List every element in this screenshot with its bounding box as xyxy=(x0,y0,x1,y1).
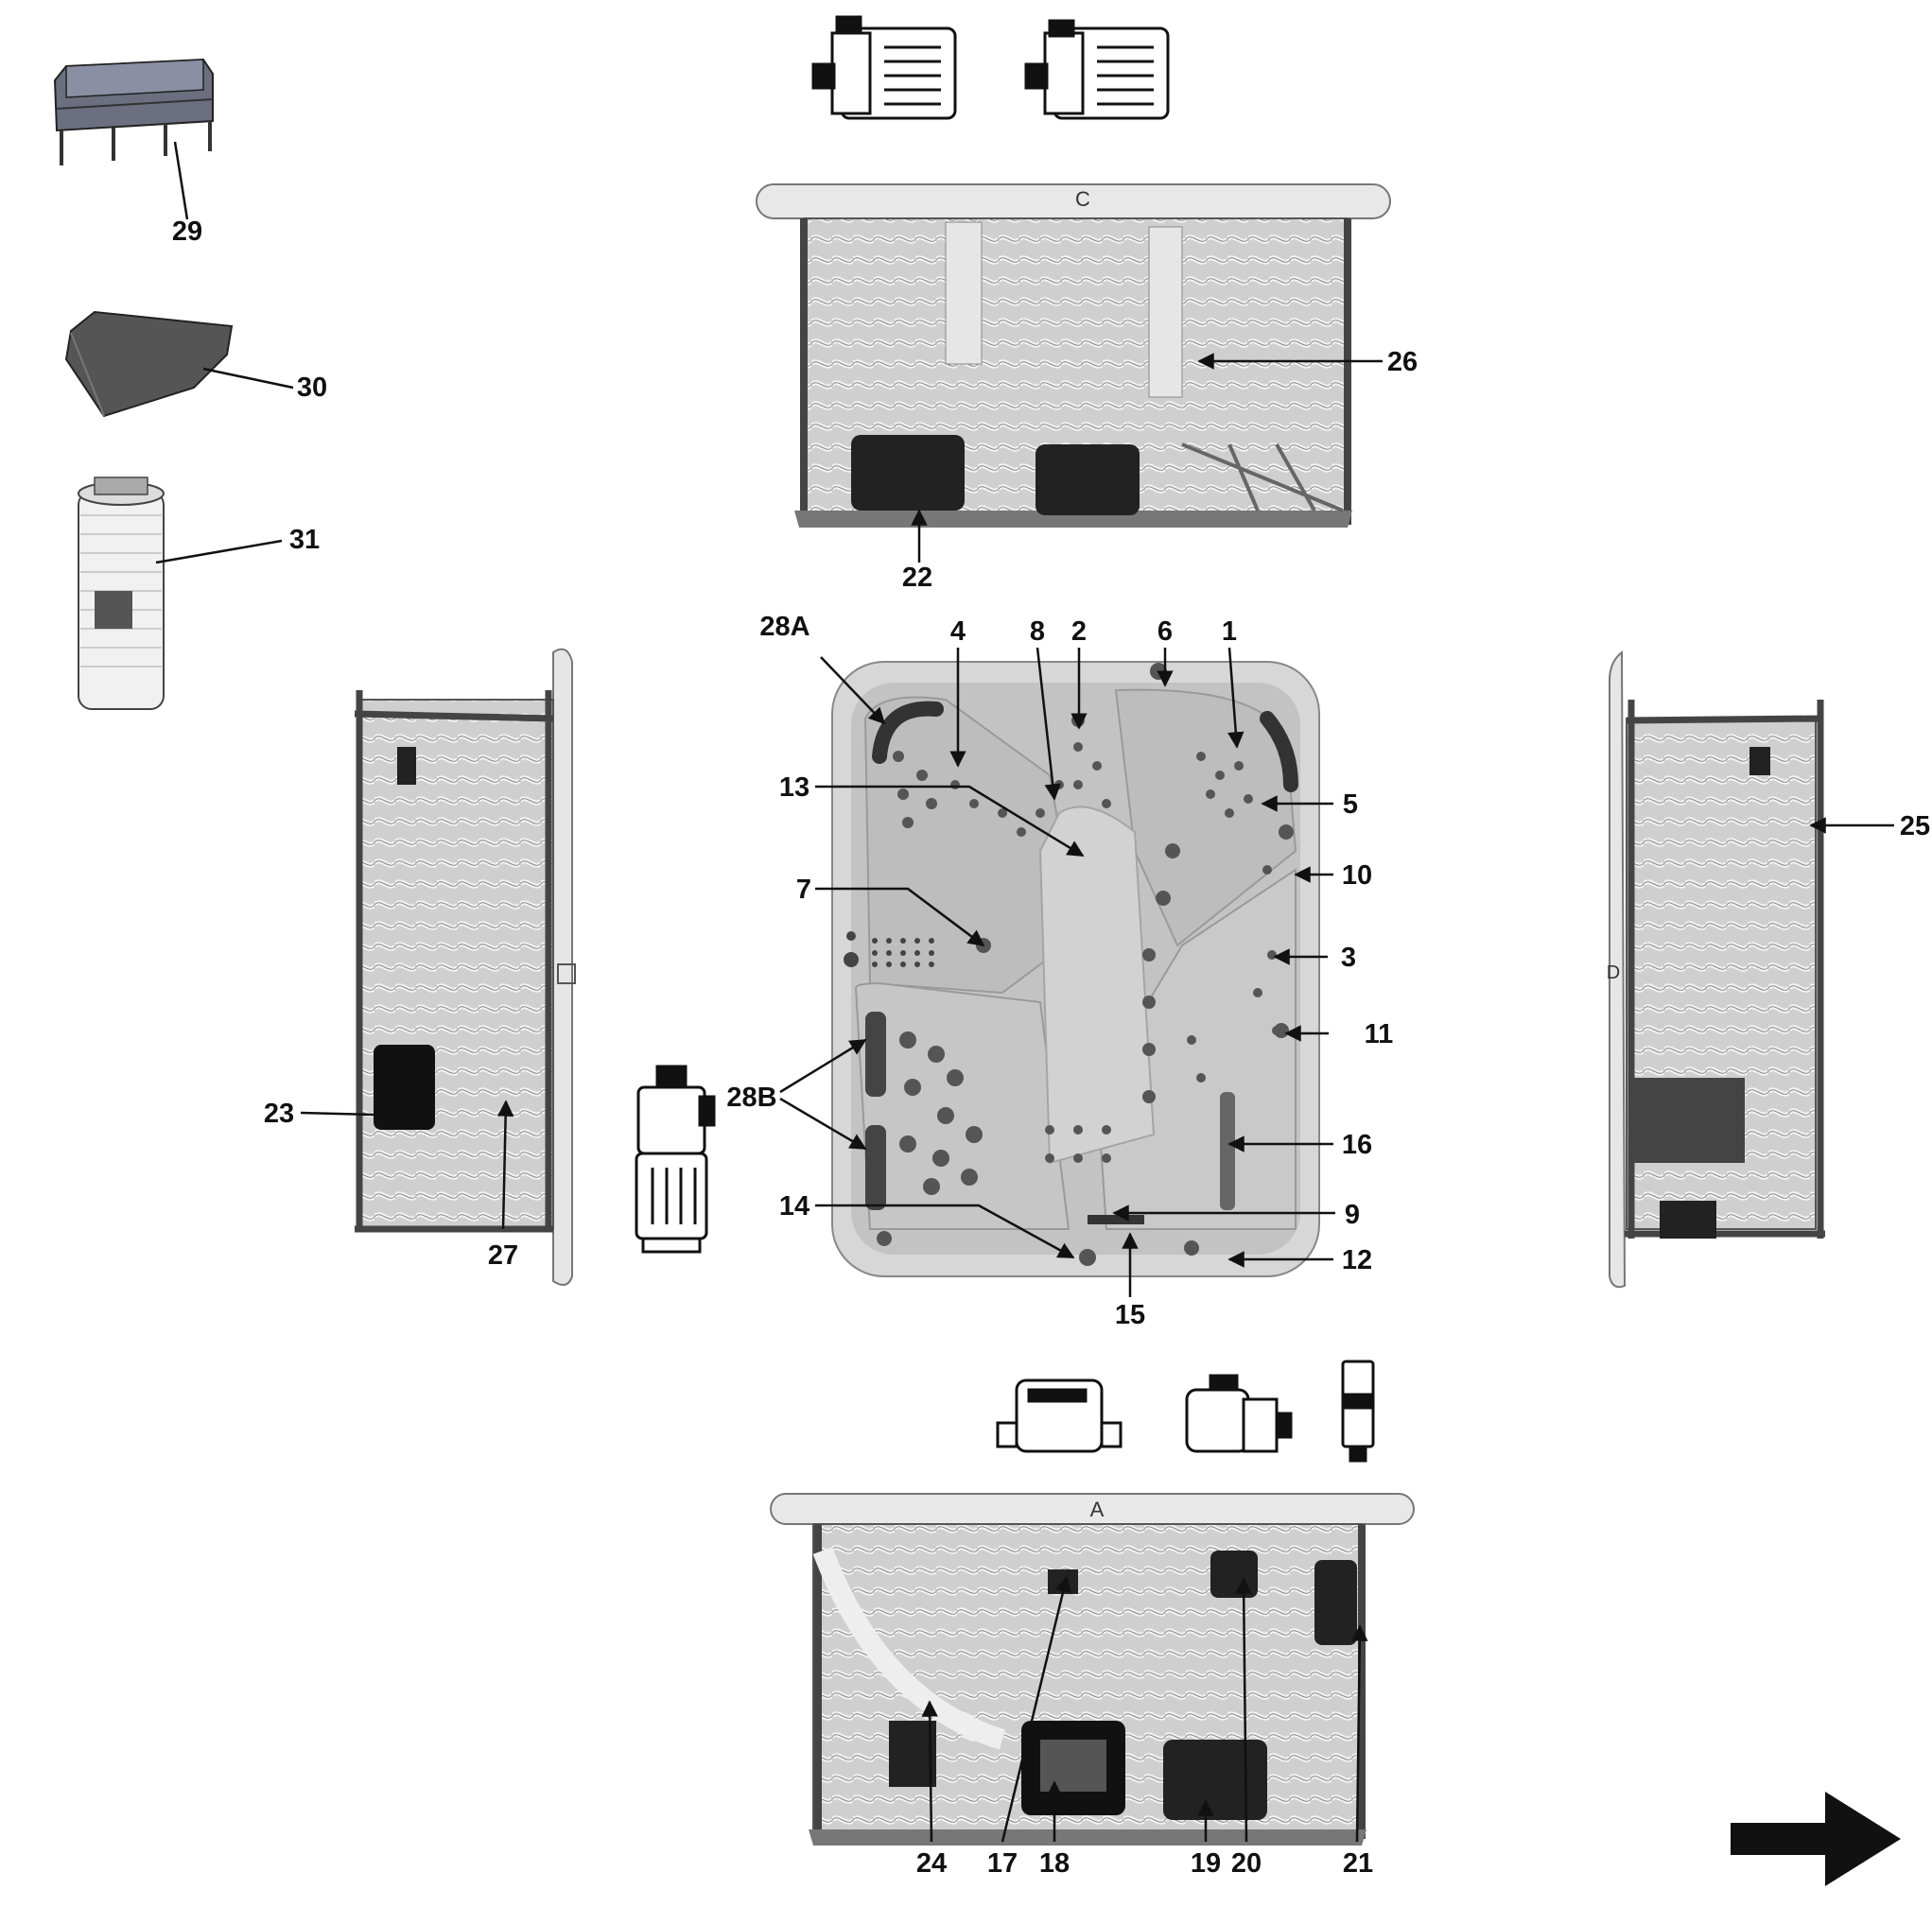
callout-3: 3 xyxy=(1341,943,1356,973)
callout-30: 30 xyxy=(297,373,327,403)
ozonator-icon xyxy=(1341,1360,1375,1463)
callout-19: 19 xyxy=(1191,1848,1221,1879)
callout-31: 31 xyxy=(289,525,320,555)
spa-top-view xyxy=(831,661,1320,1277)
callout-11: 11 xyxy=(1365,1019,1394,1049)
control-panel-top xyxy=(844,931,934,967)
control-box-icon xyxy=(996,1378,1123,1453)
callout-20: 20 xyxy=(1231,1848,1262,1879)
heater-icon xyxy=(635,1065,716,1254)
callout-28a: 28A xyxy=(759,612,809,642)
callout-2: 2 xyxy=(1071,616,1087,647)
pump-icon-top-right xyxy=(1024,19,1170,120)
callout-labels: 29 30 31 22 26 28A 4 8 2 6 1 13 5 10 7 3… xyxy=(172,217,1930,1879)
side-letter-c: C xyxy=(1075,187,1090,211)
callout-8: 8 xyxy=(1030,616,1045,647)
filter-cartridge-accessory xyxy=(78,477,165,710)
callout-29: 29 xyxy=(172,217,202,247)
callout-28b: 28B xyxy=(726,1083,776,1113)
callout-10: 10 xyxy=(1342,860,1372,891)
callout-21: 21 xyxy=(1343,1848,1373,1879)
side-letter-d: D xyxy=(1607,962,1620,983)
callout-12: 12 xyxy=(1342,1245,1372,1275)
callout-9: 9 xyxy=(1345,1200,1360,1230)
callout-13: 13 xyxy=(779,772,809,803)
callout-27: 27 xyxy=(488,1240,518,1271)
direction-arrow-icon xyxy=(1731,1792,1901,1886)
side-view-left xyxy=(354,648,576,1286)
side-view-c: C xyxy=(756,183,1391,528)
callout-4: 4 xyxy=(950,616,966,647)
side-view-a: A xyxy=(770,1493,1415,1846)
leader-lines xyxy=(155,141,1894,1843)
callout-15: 15 xyxy=(1115,1300,1145,1330)
pump-icon-top-left xyxy=(811,15,957,120)
callout-6: 6 xyxy=(1157,616,1173,647)
callout-26: 26 xyxy=(1387,347,1418,377)
callout-22: 22 xyxy=(902,563,932,593)
spa-cover-accessory xyxy=(64,310,234,418)
side-letter-a: A xyxy=(1090,1498,1105,1521)
callout-23: 23 xyxy=(264,1099,294,1129)
steps-accessory xyxy=(53,58,214,165)
callout-14: 14 xyxy=(779,1191,809,1222)
callout-17: 17 xyxy=(987,1848,1018,1879)
callout-16: 16 xyxy=(1342,1130,1372,1160)
callout-18: 18 xyxy=(1039,1848,1070,1879)
pump-icon-bottom xyxy=(1185,1374,1293,1453)
side-view-d: D xyxy=(1607,650,1825,1289)
callout-5: 5 xyxy=(1343,789,1358,820)
callout-1: 1 xyxy=(1222,616,1237,647)
callout-24: 24 xyxy=(916,1848,947,1879)
callout-25: 25 xyxy=(1900,811,1930,841)
callout-7: 7 xyxy=(796,875,811,905)
